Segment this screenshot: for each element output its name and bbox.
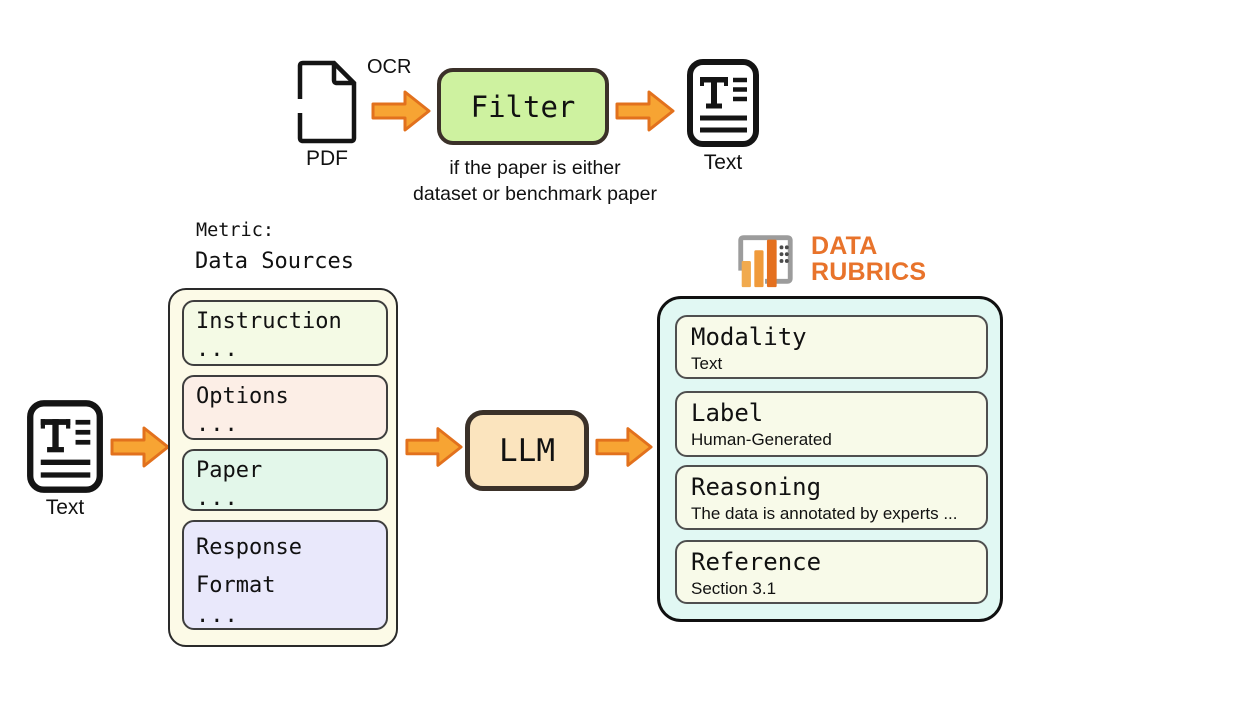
pdf-label: PDF (306, 147, 348, 170)
item-body: ... (196, 602, 239, 628)
rubric-title: Reasoning (691, 473, 822, 501)
text-label: Text (703, 151, 743, 174)
data-source-item-response-format: Response Format ... (182, 520, 388, 630)
rubric-value: Section 3.1 (691, 578, 777, 598)
metric-name: Data Sources (195, 249, 354, 274)
data-sources-panel: Instruction ... Options ... Paper ... Re… (168, 288, 398, 647)
data-source-item-instruction: Instruction ... (182, 300, 388, 366)
bar-chart-icon (738, 235, 793, 288)
metric-heading: Metric: (196, 220, 274, 241)
rubric-value: The data is annotated by experts ... (691, 503, 958, 523)
arrow-right-icon (405, 427, 463, 467)
filter-box: Filter (437, 68, 609, 145)
item-title: Paper (196, 458, 263, 483)
brand-line1: DATA (811, 231, 878, 260)
rubric-item-reference: Reference Section 3.1 (675, 540, 988, 604)
filter-caption-line2: dataset or benchmark paper (413, 182, 657, 205)
filter-label: Filter (470, 89, 576, 124)
rubrics-panel: Modality Text Label Human-Generated Reas… (657, 296, 1003, 622)
rubric-item-modality: Modality Text (675, 315, 988, 379)
item-body: ... (196, 412, 239, 438)
brand-line2: RUBRICS (811, 258, 927, 286)
rubric-title: Reference (691, 548, 822, 576)
arrow-right-icon (595, 427, 653, 467)
ocr-label: OCR (367, 56, 412, 78)
text-label: Text (45, 496, 85, 519)
item-title: Instruction (196, 309, 342, 334)
item-title: Options (196, 384, 289, 409)
item-body: ... (196, 337, 239, 363)
arrow-right-icon (371, 90, 431, 132)
datarubrics-logo: DATA RUBRICS (732, 228, 926, 290)
brand-name: DATA RUBRICS (811, 231, 927, 286)
rubric-value: Human-Generated (691, 429, 832, 449)
filter-caption-line1: if the paper is either (449, 157, 621, 179)
rubric-item-reasoning: Reasoning The data is annotated by exper… (675, 465, 988, 530)
data-source-item-paper: Paper ... (182, 449, 388, 511)
pdf-icon (297, 60, 357, 144)
text-document-icon (687, 59, 759, 147)
item-title: Response Format (196, 535, 302, 598)
rubric-title: Modality (691, 323, 807, 351)
data-source-item-options: Options ... (182, 375, 388, 440)
rubric-item-label: Label Human-Generated (675, 391, 988, 457)
arrow-right-icon (110, 426, 170, 468)
rubric-value: Text (691, 353, 723, 373)
llm-box: LLM (465, 410, 589, 491)
rubric-title: Label (691, 399, 764, 427)
llm-label: LLM (499, 432, 555, 469)
arrow-right-icon (615, 90, 675, 132)
item-body: ... (196, 486, 239, 512)
filter-condition-caption: if the paper is either dataset or benchm… (378, 156, 692, 207)
text-document-icon (27, 400, 103, 493)
